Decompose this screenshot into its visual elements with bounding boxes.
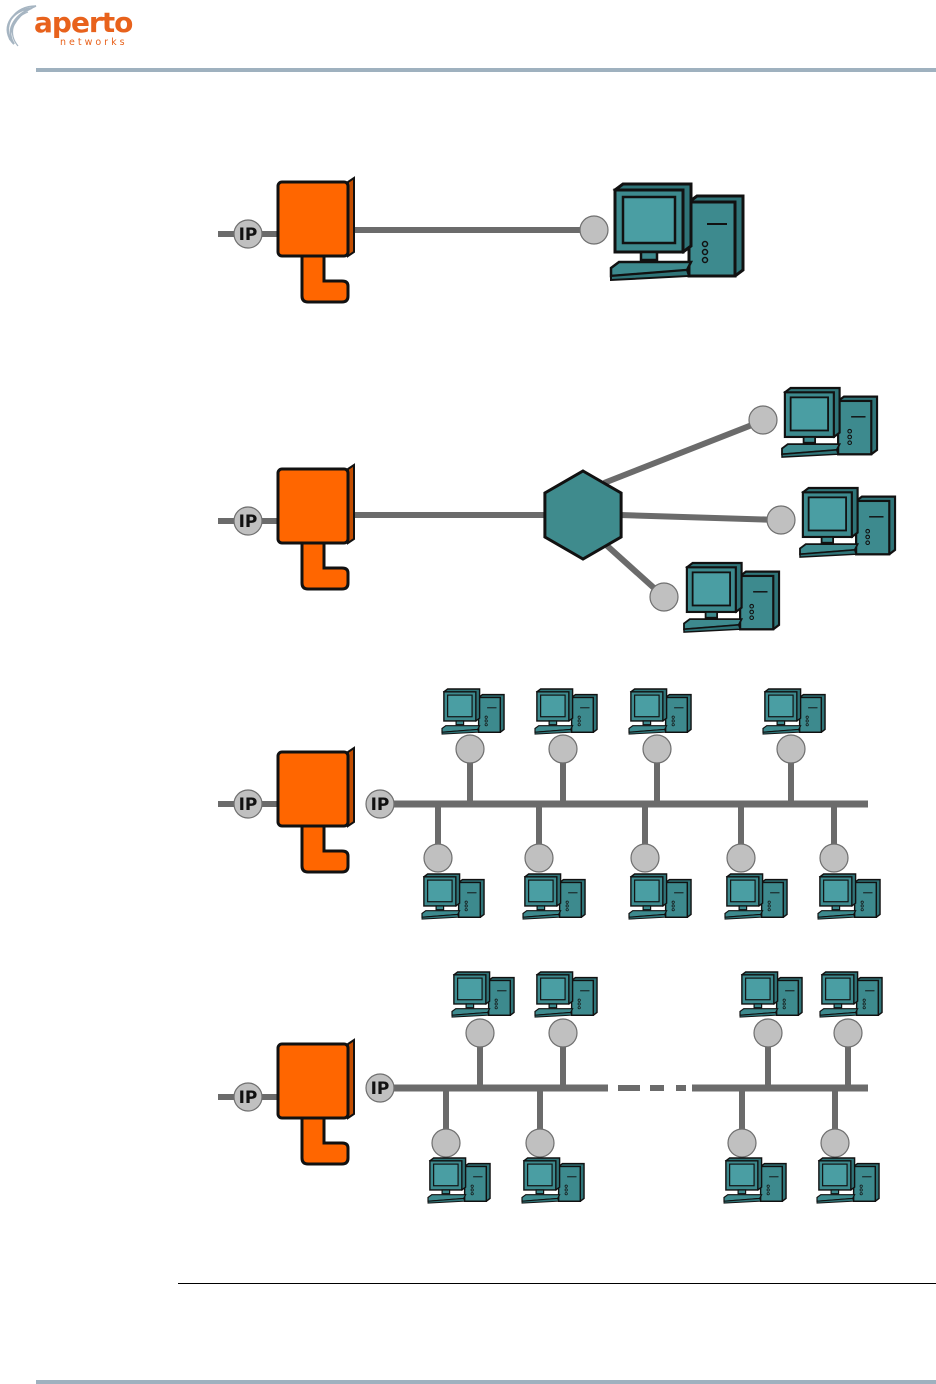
cpe-unit-icon xyxy=(278,748,354,872)
ip-node-icon xyxy=(834,1019,862,1047)
computer-icon xyxy=(684,563,779,632)
computer-icon xyxy=(724,1158,786,1203)
ip-label: IP xyxy=(239,512,258,532)
ip-node-icon xyxy=(549,735,577,763)
cpe-unit-icon xyxy=(278,1040,354,1164)
computer-icon xyxy=(817,1158,879,1203)
cpe-unit-icon xyxy=(278,178,354,302)
computer-icon xyxy=(818,874,880,919)
ip-label: IP xyxy=(239,1088,258,1108)
computer-icon xyxy=(782,388,877,457)
ip-node-icon xyxy=(754,1019,782,1047)
ip-badge: IP xyxy=(366,1074,394,1102)
ip-label: IP xyxy=(239,225,258,245)
ip-node-icon xyxy=(432,1129,460,1157)
ip-node-icon xyxy=(580,216,608,244)
ip-node-icon xyxy=(767,506,795,534)
ip-node-icon xyxy=(466,1019,494,1047)
computer-icon xyxy=(740,972,802,1017)
computer-icon xyxy=(522,1158,584,1203)
ip-label: IP xyxy=(239,795,258,815)
computer-icon xyxy=(428,1158,490,1203)
ip-label: IP xyxy=(371,1079,390,1099)
computer-icon xyxy=(535,972,597,1017)
computer-icon xyxy=(629,874,691,919)
ip-node-icon xyxy=(456,735,484,763)
link-line xyxy=(620,515,780,520)
computer-icon xyxy=(629,689,691,734)
computer-icon xyxy=(820,972,882,1017)
ip-node-icon xyxy=(749,406,777,434)
ip-node-icon xyxy=(821,1129,849,1157)
computer-icon xyxy=(523,874,585,919)
computer-icon xyxy=(442,689,504,734)
ip-node-icon xyxy=(549,1019,577,1047)
ip-node-icon xyxy=(727,844,755,872)
ip-badge: IP xyxy=(366,790,394,818)
ip-node-icon xyxy=(424,844,452,872)
computer-icon xyxy=(535,689,597,734)
computer-icon xyxy=(725,874,787,919)
ip-node-icon xyxy=(525,844,553,872)
ip-node-icon xyxy=(728,1129,756,1157)
ip-node-icon xyxy=(820,844,848,872)
computer-icon xyxy=(800,488,895,557)
computer-icon xyxy=(422,874,484,919)
ip-node-icon xyxy=(777,735,805,763)
computer-icon xyxy=(452,972,514,1017)
ip-badge: IP xyxy=(234,220,262,248)
ip-badge: IP xyxy=(234,790,262,818)
section-rule xyxy=(178,1283,936,1284)
ip-badge: IP xyxy=(234,507,262,535)
footer-rule xyxy=(36,1380,936,1384)
ip-node-icon xyxy=(526,1129,554,1157)
ip-badge: IP xyxy=(234,1083,262,1111)
computer-icon xyxy=(611,184,743,280)
ip-node-icon xyxy=(650,583,678,611)
computer-icon xyxy=(763,689,825,734)
ip-node-icon xyxy=(631,844,659,872)
ip-label: IP xyxy=(371,795,390,815)
cpe-unit-icon xyxy=(278,465,354,589)
ip-node-icon xyxy=(643,735,671,763)
link-line xyxy=(604,421,762,483)
